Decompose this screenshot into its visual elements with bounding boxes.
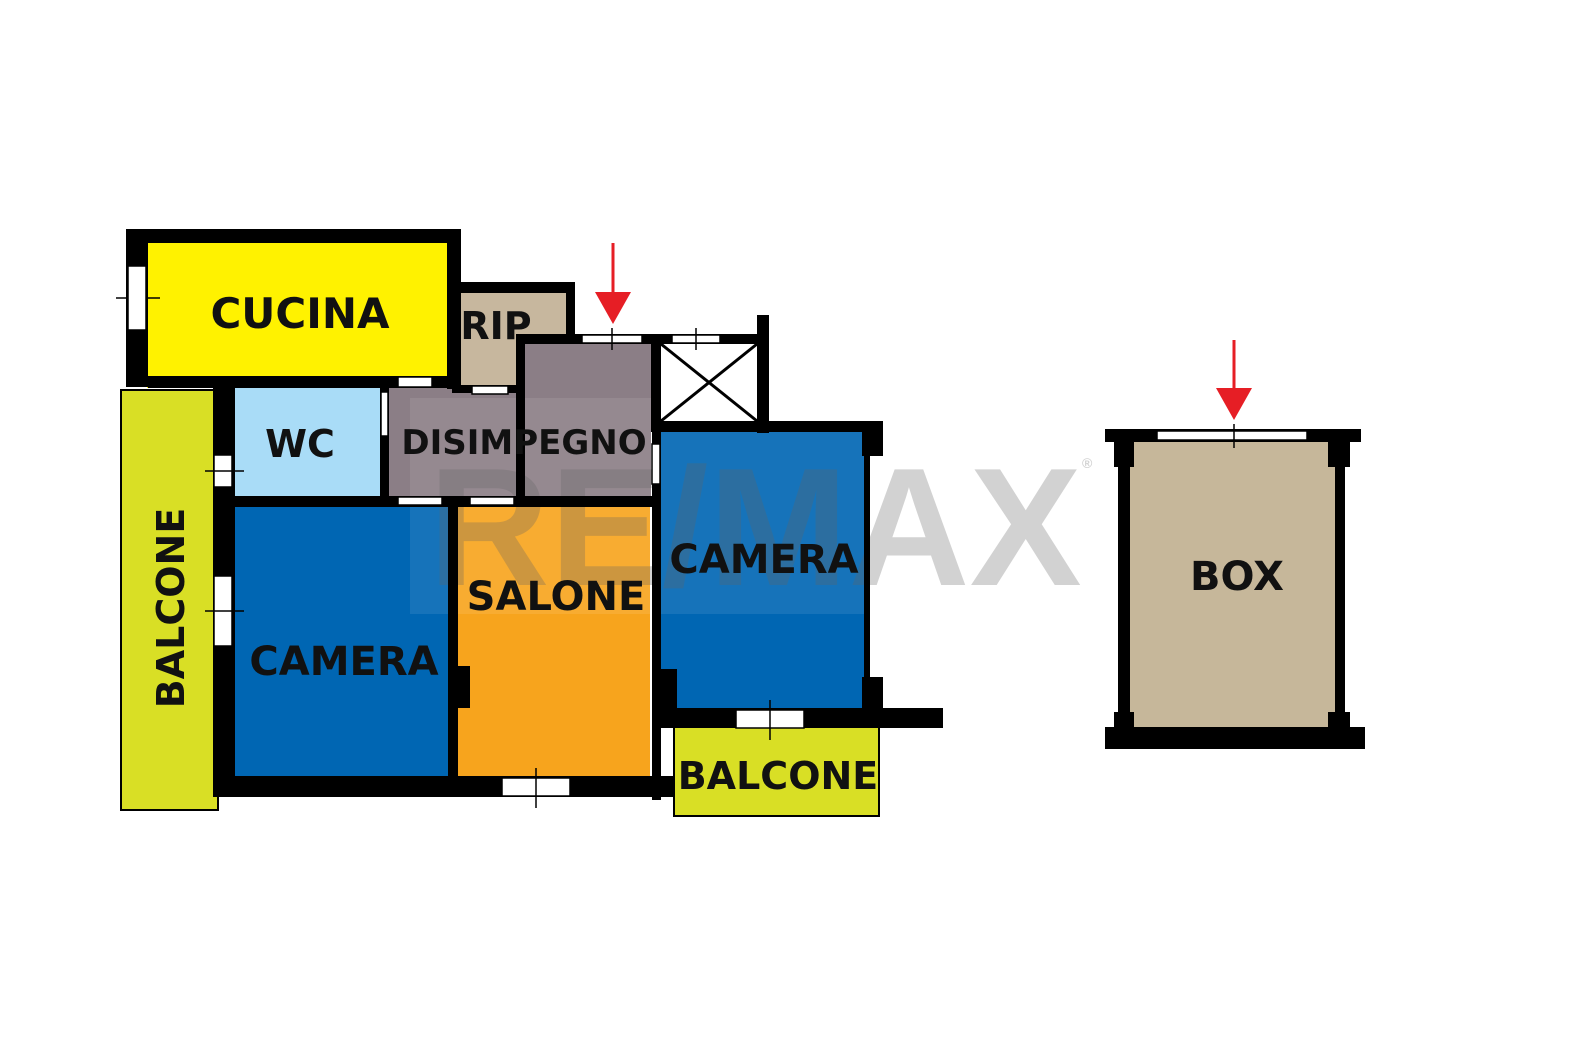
room-cucina [147,243,452,388]
room-salone [458,506,650,776]
room-wc [234,388,380,498]
watermark-logo: RE/MAX [428,433,1081,621]
label-camera-right: CAMERA [669,537,858,583]
room-balcone-bottom [673,725,880,817]
room-disimpegno-left [388,388,523,500]
label-wc: WC [265,422,335,466]
label-box: BOX [1190,554,1284,600]
arrow-down-icon [1216,340,1252,420]
label-salone: SALONE [467,574,646,620]
watermark: RE/MAX ® [410,398,1106,621]
windows [116,265,1308,808]
label-camera-left: CAMERA [249,639,438,685]
label-balcone-left: BALCONE [149,508,193,709]
watermark-registered: ® [1082,455,1093,471]
label-rip: RIP [460,304,531,348]
elevator-shaft [660,342,758,423]
arrow-down-icon [595,243,631,324]
label-cucina: CUCINA [210,289,390,338]
room-balcone-left [120,389,219,811]
label-disimpegno: DISIMPEGNO [401,423,646,463]
room-camera-left [234,506,448,776]
room-camera-right [661,431,864,709]
room-disimpegno-right [523,343,651,500]
room-box [1130,442,1335,730]
label-balcone-bottom: BALCONE [678,754,879,798]
